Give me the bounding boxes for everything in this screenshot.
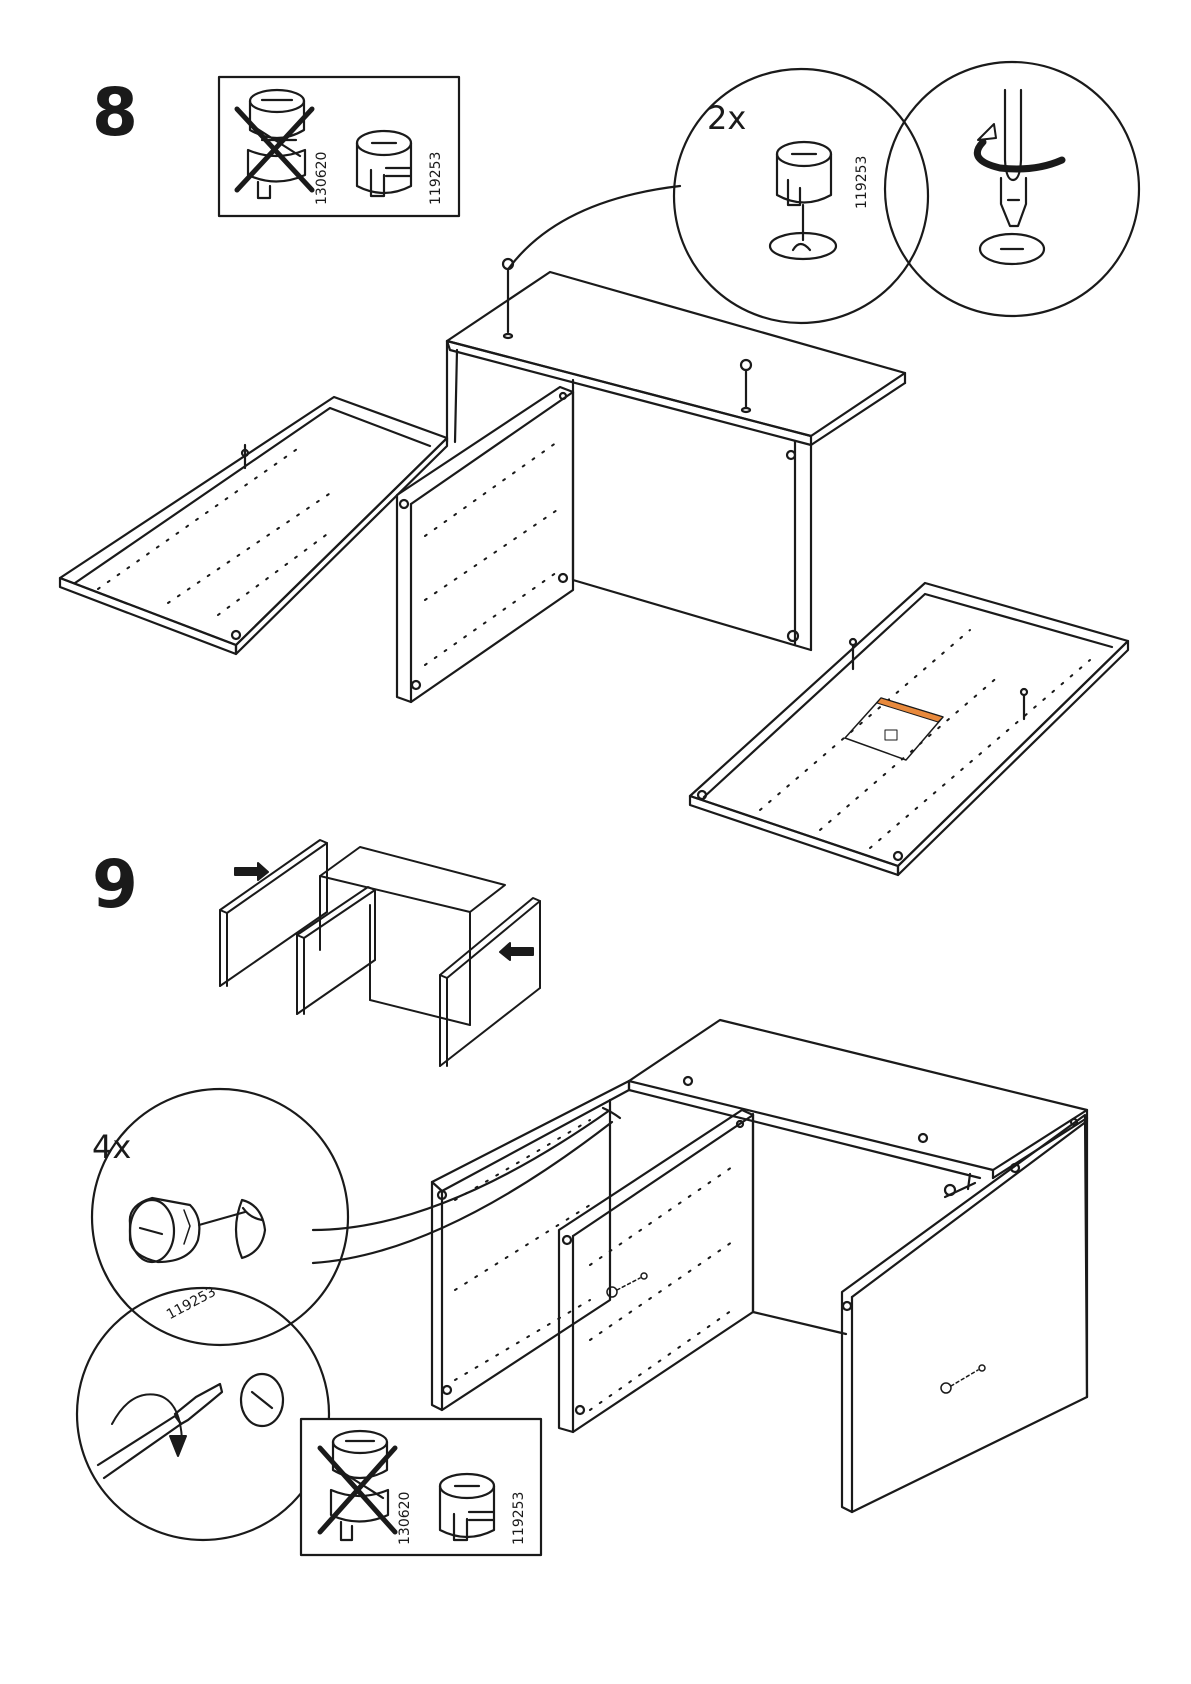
cam-lock-icon	[130, 1198, 265, 1262]
part-number-detail-step8: 119253	[854, 156, 870, 209]
panel-front-side	[397, 387, 573, 702]
quantity-label-step9: 4x	[92, 1128, 131, 1166]
cabinet-assembled	[432, 1020, 1087, 1410]
detail-circle-screwdriver	[885, 62, 1139, 316]
label-sticker-icon	[845, 698, 943, 760]
fittings-box-step8	[219, 77, 459, 216]
part-number-avoid-step8: 130620	[314, 152, 330, 205]
overview-assembly	[220, 840, 540, 1066]
cam-lock-icon	[770, 142, 836, 259]
detail-circle-screwdriver-step9	[77, 1288, 329, 1540]
fittings-box-step9	[301, 1419, 541, 1555]
dowel-icon	[607, 1273, 647, 1297]
step-number-9: 9	[92, 852, 138, 918]
part-number-use-step8: 119253	[428, 152, 444, 205]
panel-left	[60, 397, 447, 654]
dowel-icon	[941, 1365, 985, 1393]
panel-right	[690, 583, 1128, 875]
part-number-avoid-step9: 130620	[397, 1492, 413, 1545]
panel-middle-front	[559, 1110, 753, 1432]
quantity-label-step8: 2x	[707, 99, 746, 137]
screwdriver-icon	[980, 90, 1044, 264]
cam-lock-icon	[357, 131, 411, 196]
part-number-use-step9: 119253	[511, 1492, 527, 1545]
screwdriver-icon	[98, 1374, 283, 1478]
